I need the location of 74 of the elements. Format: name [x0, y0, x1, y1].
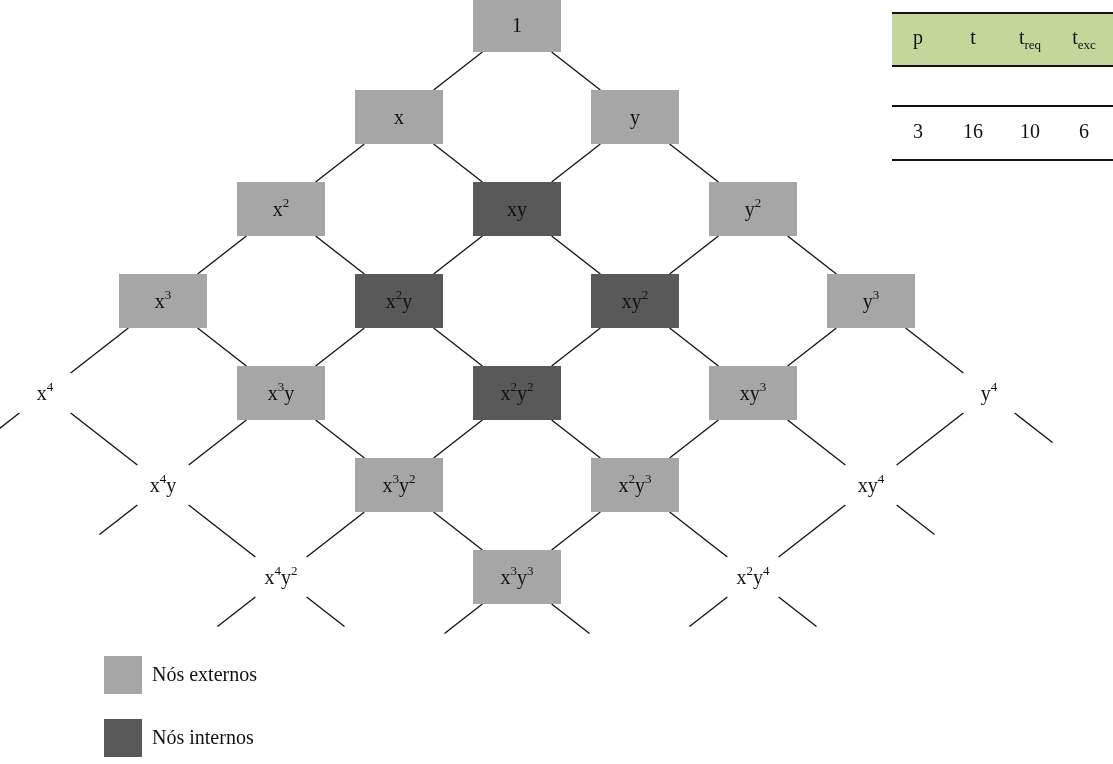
connector-line [669, 235, 719, 275]
connector-line [551, 143, 601, 183]
connector-line [216, 596, 256, 628]
connector-line [315, 143, 365, 183]
connector-line [551, 511, 601, 551]
connector-line [98, 504, 138, 536]
table-value: 16 [962, 120, 984, 143]
connector-line [433, 51, 483, 91]
connector-line [896, 412, 964, 466]
column-header: t [969, 26, 977, 49]
connector-line [443, 603, 483, 635]
connector-line [433, 419, 483, 459]
monomial-box: 1 [473, 0, 561, 52]
table-value: 6 [1078, 120, 1090, 143]
connector-line [433, 235, 483, 275]
monomial-box: xy [473, 182, 561, 236]
connector-line [315, 327, 365, 367]
column-header: p [912, 26, 924, 49]
connector-line [433, 511, 483, 551]
connector-line [306, 596, 346, 628]
monomial-box: xy$^{2}$ [591, 274, 679, 328]
connector-line [688, 596, 728, 628]
monomial-box: y$^{2}$ [709, 182, 797, 236]
monomial-label: x$^{4}$ [36, 381, 54, 405]
connector-line [896, 504, 936, 536]
connector-line [188, 419, 247, 466]
connector-line [669, 327, 719, 367]
connector-line [70, 412, 138, 466]
connector-line [315, 419, 365, 459]
connector-line [787, 235, 837, 275]
connector-line [433, 143, 483, 183]
connector-line [306, 511, 365, 558]
connector-line [315, 235, 365, 275]
connector-line [551, 327, 601, 367]
connector-line [669, 419, 719, 459]
legend-label: Nós externos [152, 663, 257, 686]
connector-line [70, 327, 129, 374]
connector-line [551, 235, 601, 275]
connector-line [905, 327, 964, 374]
monomial-label: x$^{4}$y$^{2}$ [264, 565, 298, 589]
connector-line [1014, 412, 1054, 444]
connector-line [197, 327, 247, 367]
monomial-label: y$^{4}$ [980, 381, 998, 405]
column-header: t$_{exc}$ [1071, 26, 1097, 49]
table-value: 10 [1019, 120, 1041, 143]
monomial-box: x$^{3}$ [119, 274, 207, 328]
monomial-box: x$^{2}$y$^{2}$ [473, 366, 561, 420]
connector-line [188, 504, 256, 558]
monomial-box: y$^{3}$ [827, 274, 915, 328]
connector-line [669, 511, 728, 558]
monomial-box: y [591, 90, 679, 144]
monomial-box: x$^{2}$ [237, 182, 325, 236]
monomial-box: x [355, 90, 443, 144]
connector-line [787, 327, 837, 367]
monomial-box: x$^{3}$y$^{2}$ [355, 458, 443, 512]
legend-label: Nós internos [152, 726, 254, 749]
table-value: 3 [912, 120, 924, 143]
connector-line [433, 327, 483, 367]
monomial-box: x$^{3}$y$^{3}$ [473, 550, 561, 604]
monomial-box: x$^{2}$y [355, 274, 443, 328]
monomial-label: x$^{4}$y [149, 473, 177, 497]
monomial-label: xy$^{4}$ [857, 473, 885, 497]
connector-line [669, 143, 719, 183]
connector-line [787, 419, 846, 466]
connector-line [197, 235, 247, 275]
connector-line [551, 51, 601, 91]
connector-line [551, 419, 601, 459]
connector-line [778, 596, 818, 628]
monomial-box: xy$^{3}$ [709, 366, 797, 420]
monomial-box: x$^{3}$y [237, 366, 325, 420]
connector-line [551, 603, 591, 635]
monomial-label: x$^{2}$y$^{4}$ [736, 565, 770, 589]
connector-line [778, 504, 846, 558]
monomial-box: x$^{2}$y$^{3}$ [591, 458, 679, 512]
